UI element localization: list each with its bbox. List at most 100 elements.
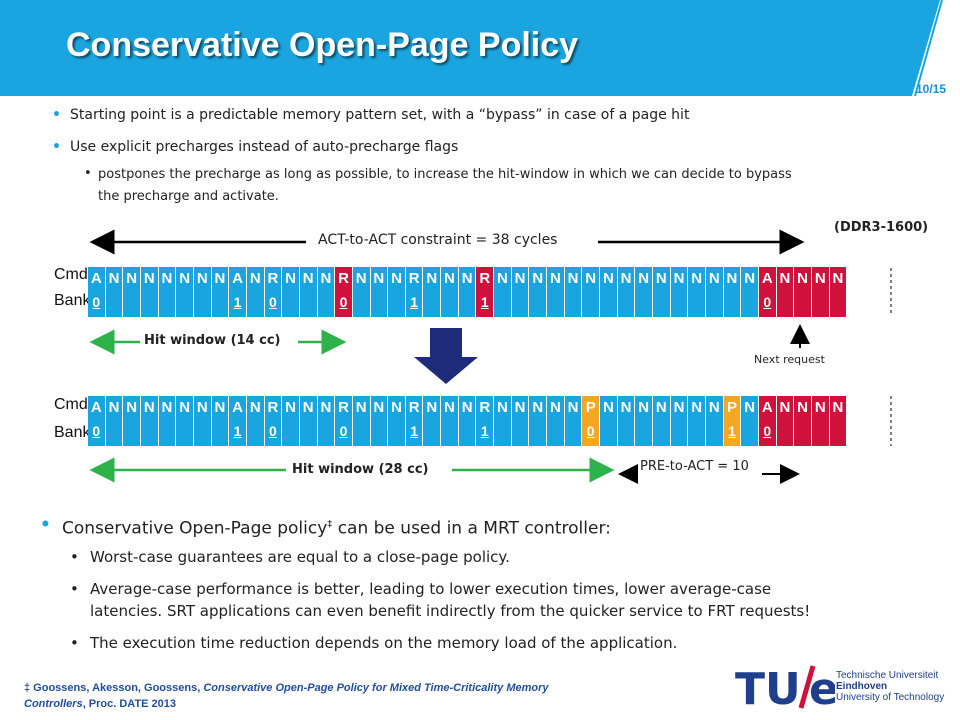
row1-cmd: N [549,270,561,287]
row2-cmd: R [267,399,279,416]
hit-window-1-label: Hit window (14 cc) [144,333,281,348]
row1-cell: N [423,267,442,317]
row2-cmd: N [391,399,402,416]
row1-cmd: N [779,270,791,287]
row1-cell: N [564,267,583,317]
cmd-label-1: Cmd: [54,266,93,283]
hit-window-2-label: Hit window (28 cc) [292,462,429,477]
row2-cell: N [123,396,141,446]
row2-cell: N [193,396,212,446]
row1-cell: N [617,267,636,317]
row2-cell: N [423,396,442,446]
row2-cell: N [176,396,194,446]
slide-title: Conservative Open-Page Policy [66,26,579,64]
row1-cell: N [511,267,530,317]
row2-bank: 0 [339,423,348,439]
row1-cmd: R [338,270,349,287]
row1-cmd: N [744,270,756,287]
row1-cell: N [670,267,689,317]
title-banner: Conservative Open-Page Policy [0,0,960,96]
row1-cell: N [176,267,194,317]
row1-cell: N [123,267,141,317]
row2-cell: N [352,396,371,446]
row2-cmd: N [549,399,561,416]
row2-cmd: N [143,399,155,416]
row2-cmd: N [285,399,296,416]
sub-bullet-1-line1: postpones the precharge as long as possi… [98,167,792,182]
row1-cmd: N [355,270,367,287]
row1-cmd: N [249,270,261,287]
row2-cell: N [388,396,406,446]
row2-cmd: N [373,399,385,416]
row1-cell: N [299,267,318,317]
row1-cmd: N [126,270,138,287]
row1-cell: N [317,267,336,317]
row1-bank: 1 [410,294,419,310]
row1-cell: N [776,267,795,317]
row2-bank: 1 [728,423,736,439]
row2-cmd: N [161,399,173,416]
row2-cmd: N [655,399,667,416]
detail-2-line1: Average-case performance is better, lead… [90,580,772,598]
logo-e: e [809,664,835,712]
row1-cmd: R [479,270,491,287]
row1-cmd: N [638,270,650,287]
bullet-1-text: Starting point is a predictable memory p… [70,107,690,123]
row2-cell: N [511,396,530,446]
row1-cell: N [370,267,389,317]
row1-cmd: N [708,270,720,287]
row1-cmd: N [726,270,738,287]
row2-cell: N [246,396,265,446]
row1-cell: N [458,267,477,317]
row1-cell: N [688,267,706,317]
row1-cmd: A [232,270,243,287]
row2-cmd: N [497,399,508,416]
row2-cell: N [140,396,159,446]
detail-2-line2: latencies. SRT applications can even ben… [90,602,811,620]
row1-cmd: R [267,270,279,287]
row2-cell: N [564,396,583,446]
row1-cmd: N [143,270,155,287]
row2-cmd: N [620,399,632,416]
row1-cmd: N [620,270,632,287]
row1-cell: N [282,267,300,317]
row2-bank: 1 [233,423,242,439]
row2-cmd: N [108,399,120,416]
page-number: 10/15 [916,82,947,96]
bank-label-2: Bank: [54,424,95,441]
main-point: • Conservative Open-Page policy‡ can be … [40,515,611,539]
row1-cmd: N [285,270,296,287]
row2-cell: N [299,396,318,446]
row2-cmd: R [408,399,420,416]
row2-cmd: N [320,399,332,416]
logo-tu: TU [735,664,801,712]
row2-cell: N [529,396,548,446]
row1-cell: N [811,267,830,317]
row1-bank: 0 [339,294,348,310]
row1-cell: N [794,267,812,317]
row1-cmd: N [514,270,526,287]
reference-authors: ‡ Goossens, Akesson, Goossens, [24,682,204,694]
row1-cmd: N [814,270,826,287]
row2-cmd: N [302,399,314,416]
row1-cell: N [829,267,848,317]
row2-cell: N [705,396,724,446]
row2-cmd: N [814,399,826,416]
row2-cell: N [458,396,477,446]
row2-cmd: N [567,399,579,416]
row2-cmd: N [638,399,650,416]
logo-line3: University of Technology [836,692,945,703]
row2-cmd: N [673,399,685,416]
banner-shape [0,0,943,96]
row1-cell: N [441,267,459,317]
row1-cmd: N [461,270,473,287]
row2-cell: N [370,396,389,446]
